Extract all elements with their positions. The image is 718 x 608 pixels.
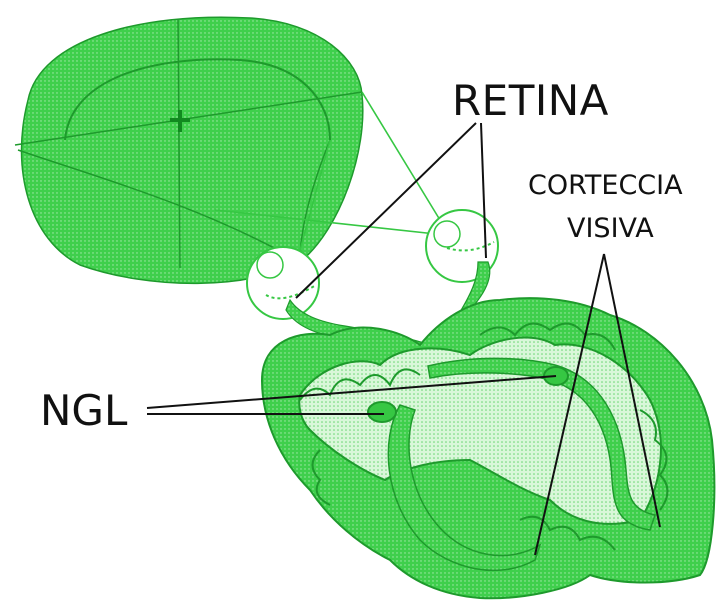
ngl-label: NGL bbox=[40, 390, 127, 432]
visual-field-shape bbox=[15, 17, 363, 283]
visual-cortex-label-line2: VISIVA bbox=[567, 215, 654, 242]
left-eye bbox=[247, 247, 319, 319]
visual-cortex-label-line1: CORTECCIA bbox=[528, 172, 683, 199]
retina-label: RETINA bbox=[452, 80, 609, 122]
brain-cross-section bbox=[262, 298, 714, 598]
